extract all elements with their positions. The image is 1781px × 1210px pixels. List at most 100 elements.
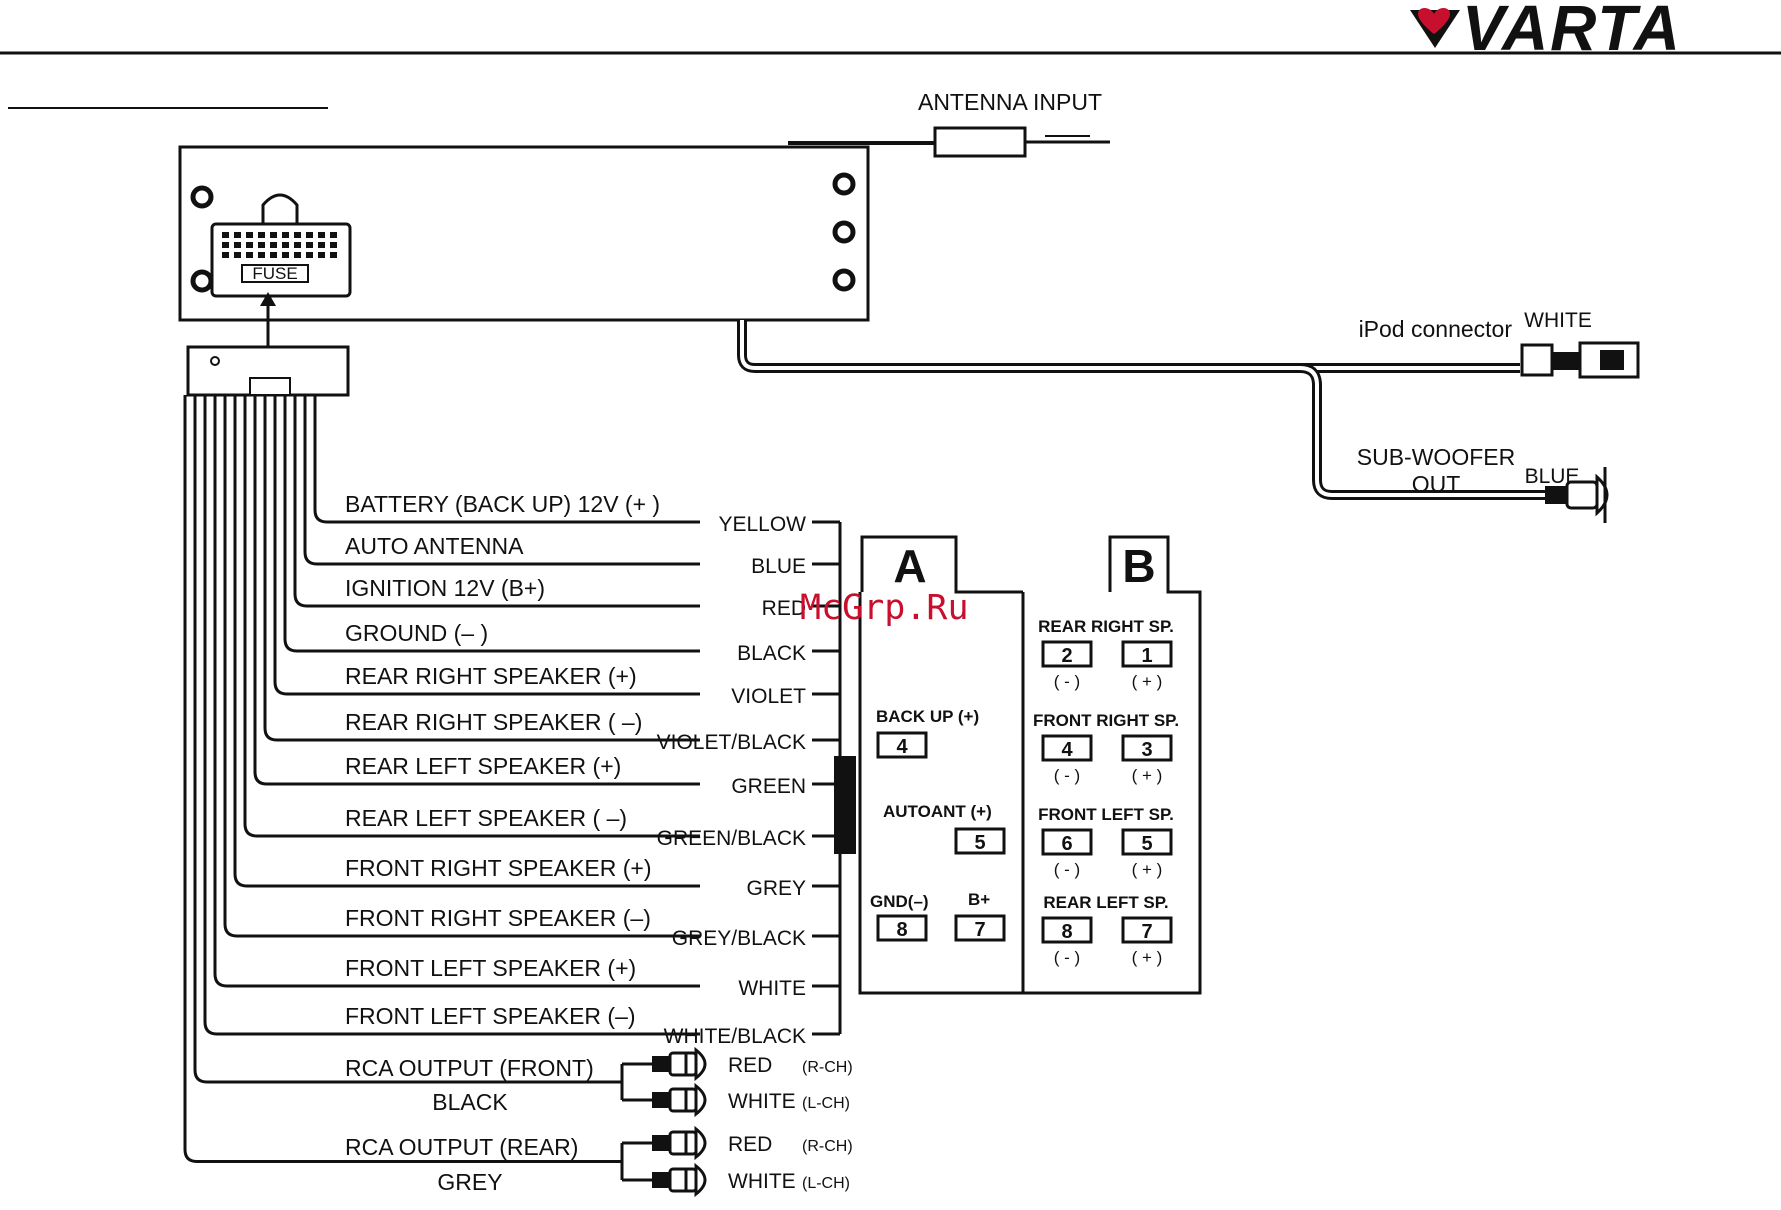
wire-label: AUTO ANTENNA bbox=[345, 533, 524, 559]
socket-pin bbox=[282, 242, 289, 248]
connector-a-pin-box bbox=[876, 914, 928, 942]
connector-b-pin-box bbox=[1041, 734, 1093, 762]
fuse-box bbox=[241, 264, 309, 283]
subwoofer-color: BLUE bbox=[1525, 465, 1580, 488]
connector-b-pins: REAR RIGHT SP. 2 ( - ) 1 ( + ) FRONT RIGHT SP… bbox=[1033, 617, 1179, 967]
socket-pin bbox=[306, 232, 313, 238]
connector-b-pin-number: 2 bbox=[1061, 645, 1072, 667]
wire-line bbox=[293, 395, 700, 608]
socket-pin bbox=[270, 242, 277, 248]
connector-b-pin-sign: ( - ) bbox=[1054, 672, 1080, 691]
rca-channel: (L-CH) bbox=[802, 1095, 850, 1112]
connector-b-pin-sign: ( - ) bbox=[1054, 948, 1080, 967]
socket-pin bbox=[294, 252, 301, 258]
mount-hole-icon bbox=[832, 220, 856, 244]
socket-pin bbox=[246, 232, 253, 238]
socket-pin bbox=[222, 232, 229, 238]
logo-text: VARTA bbox=[1462, 0, 1682, 64]
connector-b-pin-sign: ( + ) bbox=[1132, 672, 1163, 691]
wire-color: BLUE bbox=[751, 555, 806, 578]
wire-color: WHITE/BLACK bbox=[664, 1025, 806, 1048]
ipod-color: WHITE bbox=[1524, 309, 1592, 332]
rca-plug-color: WHITE bbox=[728, 1090, 796, 1113]
rca-wire bbox=[193, 395, 622, 1084]
rca-plug-color: RED bbox=[728, 1054, 772, 1077]
watermark: McGrp.Ru bbox=[800, 588, 969, 628]
connector-a-pin-box bbox=[954, 827, 1006, 855]
connector-b-pin-sign: ( - ) bbox=[1054, 860, 1080, 879]
rca-channel: (R-CH) bbox=[802, 1059, 853, 1076]
wire-color: GREY/BLACK bbox=[672, 927, 806, 950]
wire-line bbox=[253, 395, 700, 786]
rca-wire-color: BLACK bbox=[432, 1089, 508, 1115]
rca-plug-color: WHITE bbox=[728, 1170, 796, 1193]
connector-b-pin-box bbox=[1041, 828, 1093, 856]
antenna-input: ANTENNA INPUT bbox=[788, 89, 1110, 158]
socket-pin bbox=[282, 252, 289, 258]
connector-b-pin-number: 4 bbox=[1061, 739, 1073, 761]
socket-pin bbox=[330, 232, 337, 238]
connector-b-group-label: REAR RIGHT SP. bbox=[1038, 617, 1174, 636]
connector-a-pin-box bbox=[954, 914, 1006, 942]
wire-label: FRONT RIGHT SPEAKER (+) bbox=[345, 855, 652, 881]
wire-line bbox=[233, 395, 700, 888]
ipod-plug-icon bbox=[1520, 343, 1554, 377]
wire-label: GROUND (– ) bbox=[345, 620, 488, 646]
socket-pin bbox=[282, 232, 289, 238]
socket-pin bbox=[318, 252, 325, 258]
connector-b-title: B bbox=[1122, 540, 1155, 592]
socket-pin bbox=[258, 232, 265, 238]
socket-pin bbox=[246, 252, 253, 258]
connector-b-pin-number: 7 bbox=[1141, 921, 1152, 943]
connector-b-pin-number: 3 bbox=[1141, 739, 1152, 761]
connector-a-pin-number: 8 bbox=[896, 919, 907, 941]
subwoofer-out: SUB-WOOFER OUT BLUE bbox=[1357, 444, 1609, 523]
connector-a-pin-label: BACK UP (+) bbox=[876, 707, 979, 726]
connector-b-group-label: FRONT RIGHT SP. bbox=[1033, 711, 1179, 730]
ipod-plug-body-icon bbox=[1552, 352, 1580, 370]
connector-a-pin-number: 7 bbox=[974, 919, 985, 941]
ipod-connector: iPod connector WHITE bbox=[1359, 309, 1640, 379]
mount-hole-icon bbox=[832, 268, 856, 292]
socket-pin bbox=[306, 242, 313, 248]
socket-pin bbox=[258, 252, 265, 258]
wire-label: REAR LEFT SPEAKER ( –) bbox=[345, 805, 627, 831]
wire-label: IGNITION 12V (B+) bbox=[345, 575, 545, 601]
wire-label: REAR RIGHT SPEAKER ( –) bbox=[345, 709, 642, 735]
harness-plug-latch bbox=[249, 377, 291, 396]
rca-wire bbox=[183, 395, 622, 1163]
wire-color: GREEN/BLACK bbox=[657, 827, 806, 850]
connector-b-pin-box bbox=[1041, 916, 1093, 944]
socket-pin bbox=[330, 242, 337, 248]
wire-line bbox=[273, 395, 700, 696]
socket-pin bbox=[270, 232, 277, 238]
connector-b-pin-number: 1 bbox=[1141, 645, 1152, 667]
wire-label: FRONT RIGHT SPEAKER (–) bbox=[345, 905, 651, 931]
ipod-label: iPod connector bbox=[1359, 316, 1513, 342]
rca-plug-icon bbox=[1545, 467, 1609, 523]
antenna-input-label: ANTENNA INPUT bbox=[918, 89, 1102, 115]
wire-color: WHITE bbox=[738, 977, 806, 1000]
socket-pin bbox=[258, 242, 265, 248]
logo-heart-fill-icon bbox=[1418, 8, 1450, 34]
connector-b-pin-box bbox=[1121, 828, 1173, 856]
connector-a-pin-label: B+ bbox=[968, 890, 990, 909]
connector-b-pin-box bbox=[1121, 916, 1173, 944]
rca-plug-color: RED bbox=[728, 1133, 772, 1156]
connector-b-pin-sign: ( + ) bbox=[1132, 860, 1163, 879]
rca-plug-icon bbox=[652, 1046, 707, 1082]
fuse-arrow-icon bbox=[260, 292, 276, 306]
head-unit: FUSE bbox=[178, 145, 870, 360]
connector-b-pin-number: 6 bbox=[1061, 833, 1072, 855]
connector-a-outline bbox=[860, 535, 1023, 594]
wire-line bbox=[303, 395, 700, 566]
subwoofer-cable-inner bbox=[1299, 366, 1545, 497]
fuse-label: FUSE bbox=[252, 264, 297, 283]
wire-line bbox=[243, 395, 700, 838]
connector-b-pin-number: 8 bbox=[1061, 921, 1072, 943]
socket-pin bbox=[222, 252, 229, 258]
